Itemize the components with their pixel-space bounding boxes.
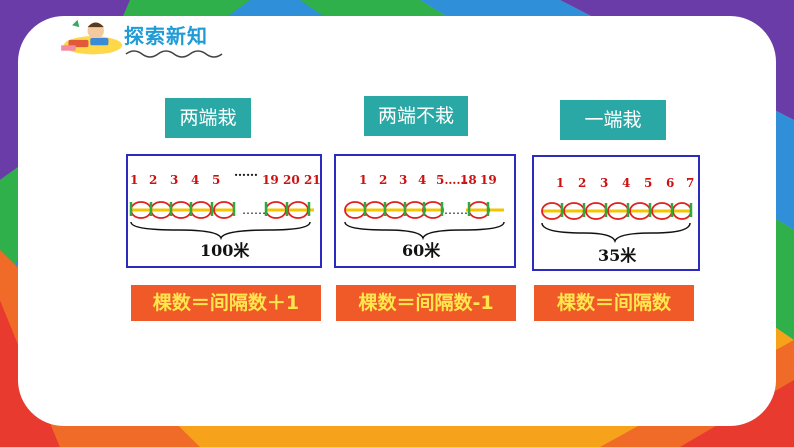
tree-number: 1 <box>130 173 138 187</box>
tree-number: 5 <box>212 173 220 187</box>
distance-label: 60米 <box>402 241 441 260</box>
tree-number: 3 <box>600 176 608 190</box>
page-title: 探索新知 <box>124 24 208 48</box>
tree-number: 2 <box>149 173 157 187</box>
tree-number: 18 <box>460 173 477 187</box>
distance-label: 35米 <box>598 246 637 265</box>
tree-number: 6 <box>666 176 674 190</box>
label-one-end: 一端栽 <box>560 100 666 140</box>
tree-number: 19 <box>262 173 279 187</box>
distance-label: 100米 <box>200 241 250 260</box>
tree-number: 19 <box>480 173 497 187</box>
tree-number: …… <box>234 165 258 179</box>
tree-number: 4 <box>191 173 199 187</box>
diagram-both-ends: 1 2 3 4 5 …… 19 20 21 …… 100米 <box>126 154 322 268</box>
formula-one-end: 棵数＝间隔数 <box>534 285 694 321</box>
formula-both-ends: 棵数＝间隔数＋1 <box>131 285 321 321</box>
reading-kid-icon <box>61 19 123 55</box>
tree-number: 5…… <box>436 173 468 187</box>
tree-number: 4 <box>622 176 630 190</box>
tree-number: 7 <box>686 176 694 190</box>
tree-number: 3 <box>399 173 407 187</box>
title-underline <box>125 50 223 58</box>
svg-text:……: …… <box>242 203 266 217</box>
tree-number: 2 <box>379 173 387 187</box>
label-both-ends: 两端栽 <box>165 98 251 138</box>
tree-number: 1 <box>556 176 564 190</box>
diagram-one-end: 1 2 3 4 5 6 7 35米 <box>532 155 700 271</box>
tree-number: 1 <box>359 173 367 187</box>
tree-number: 21 <box>304 173 320 187</box>
diagram-neither-end: 1 2 3 4 5…… 18 19 …… 60米 <box>334 154 516 268</box>
tree-number: 4 <box>418 173 426 187</box>
formula-neither-end: 棵数＝间隔数-1 <box>336 285 516 321</box>
svg-text:……: …… <box>444 203 468 217</box>
tree-number: 5 <box>644 176 652 190</box>
label-neither-end: 两端不栽 <box>364 96 468 136</box>
tree-number: 20 <box>283 173 300 187</box>
tree-number: 2 <box>578 176 586 190</box>
tree-number: 3 <box>170 173 178 187</box>
